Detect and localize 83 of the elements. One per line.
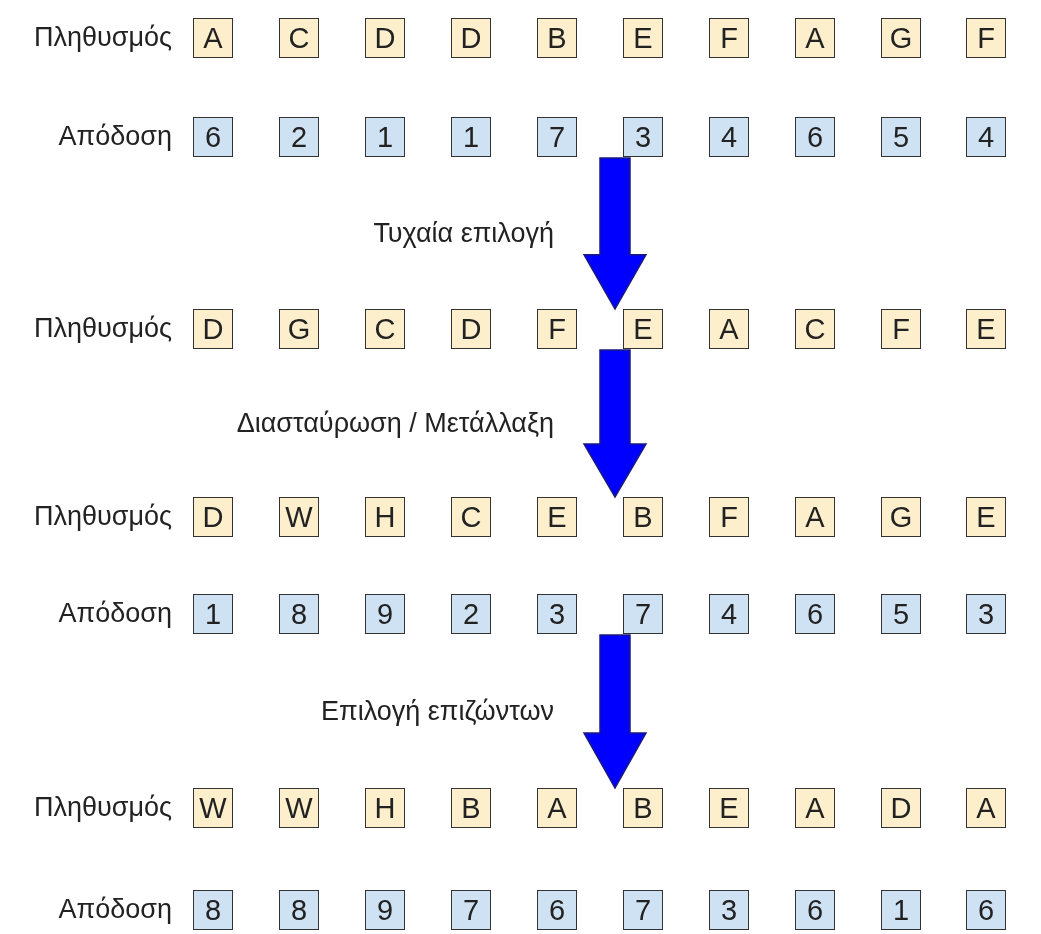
gene-cell: D <box>451 18 491 58</box>
gene-cell: F <box>709 497 749 537</box>
gene-cell: D <box>193 309 233 349</box>
gene-cell: E <box>623 18 663 58</box>
gene-cell: E <box>709 788 749 828</box>
gene-cell: D <box>193 497 233 537</box>
gene-cell: B <box>451 788 491 828</box>
row-label: Πληθυσμός <box>33 313 172 344</box>
gene-cell: G <box>279 309 319 349</box>
row-label: Πληθυσμός <box>33 22 172 53</box>
fitness-cell: 4 <box>709 594 749 634</box>
fitness-cell: 9 <box>365 594 405 634</box>
fitness-cell: 2 <box>451 594 491 634</box>
fitness-cell: 5 <box>881 117 921 157</box>
gene-cell: C <box>279 18 319 58</box>
row-label: Πληθυσμός <box>33 501 172 532</box>
gene-cell: H <box>365 788 405 828</box>
gene-cell: E <box>966 497 1006 537</box>
gene-cell: A <box>795 497 835 537</box>
gene-cell: C <box>365 309 405 349</box>
gene-cell: D <box>881 788 921 828</box>
gene-cell: F <box>881 309 921 349</box>
fitness-cell: 6 <box>795 890 835 930</box>
fitness-cell: 6 <box>537 890 577 930</box>
row-label: Απόδοση <box>58 121 172 152</box>
gene-cell: W <box>193 788 233 828</box>
gene-cell: B <box>623 788 663 828</box>
gene-cell: C <box>451 497 491 537</box>
gene-cell: H <box>365 497 405 537</box>
fitness-cell: 9 <box>365 890 405 930</box>
gene-cell: F <box>537 309 577 349</box>
fitness-cell: 2 <box>279 117 319 157</box>
fitness-cell: 8 <box>279 594 319 634</box>
gene-cell: B <box>537 18 577 58</box>
fitness-cell: 3 <box>623 117 663 157</box>
edge-label: Διασταύρωση / Μετάλλαξη <box>236 407 554 439</box>
fitness-cell: 8 <box>193 890 233 930</box>
row-label: Απόδοση <box>58 598 172 629</box>
fitness-cell: 7 <box>623 594 663 634</box>
fitness-cell: 4 <box>966 117 1006 157</box>
fitness-cell: 4 <box>709 117 749 157</box>
fitness-cell: 1 <box>365 117 405 157</box>
gene-cell: A <box>795 788 835 828</box>
edge-label: Τυχαία επιλογή <box>373 217 554 249</box>
block-arrow <box>582 349 648 499</box>
gene-cell: F <box>709 18 749 58</box>
gene-cell: D <box>365 18 405 58</box>
edge-label: Επιλογή επιζώντων <box>321 695 554 727</box>
fitness-cell: 6 <box>795 117 835 157</box>
fitness-cell: 7 <box>451 890 491 930</box>
fitness-cell: 3 <box>537 594 577 634</box>
fitness-cell: 3 <box>709 890 749 930</box>
fitness-cell: 6 <box>795 594 835 634</box>
gene-cell: A <box>966 788 1006 828</box>
fitness-cell: 3 <box>966 594 1006 634</box>
gene-cell: E <box>966 309 1006 349</box>
fitness-cell: 7 <box>537 117 577 157</box>
block-arrow <box>582 157 648 311</box>
gene-cell: E <box>623 309 663 349</box>
fitness-cell: 1 <box>881 890 921 930</box>
gene-cell: A <box>193 18 233 58</box>
gene-cell: W <box>279 497 319 537</box>
gene-cell: A <box>795 18 835 58</box>
fitness-cell: 6 <box>966 890 1006 930</box>
row-label: Απόδοση <box>58 894 172 925</box>
gene-cell: D <box>451 309 491 349</box>
gene-cell: E <box>537 497 577 537</box>
gene-cell: B <box>623 497 663 537</box>
row-label: Πληθυσμός <box>33 792 172 823</box>
fitness-cell: 8 <box>279 890 319 930</box>
fitness-cell: 1 <box>451 117 491 157</box>
fitness-cell: 1 <box>193 594 233 634</box>
gene-cell: F <box>966 18 1006 58</box>
fitness-cell: 5 <box>881 594 921 634</box>
gene-cell: G <box>881 18 921 58</box>
fitness-cell: 6 <box>193 117 233 157</box>
gene-cell: A <box>537 788 577 828</box>
gene-cell: A <box>709 309 749 349</box>
gene-cell: W <box>279 788 319 828</box>
block-arrow <box>582 634 648 790</box>
fitness-cell: 7 <box>623 890 663 930</box>
gene-cell: C <box>795 309 835 349</box>
gene-cell: G <box>881 497 921 537</box>
